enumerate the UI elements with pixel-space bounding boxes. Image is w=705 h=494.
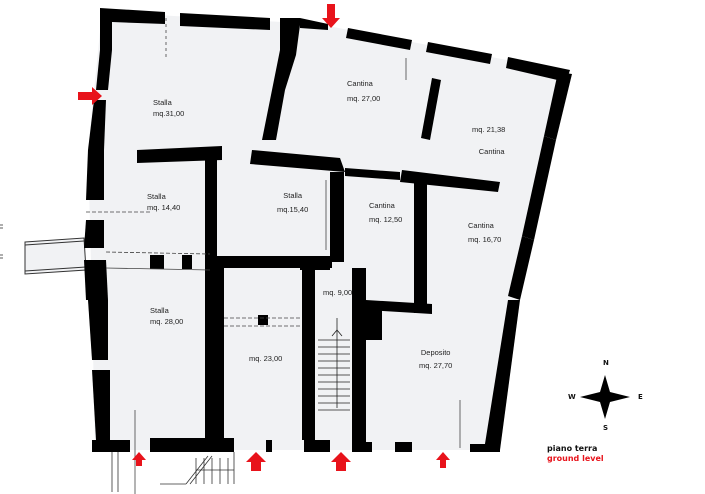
entrance-arrows bbox=[78, 4, 450, 471]
compass-north: N bbox=[603, 359, 609, 367]
room-name: Stalla bbox=[283, 191, 303, 200]
thin-lines bbox=[86, 18, 461, 494]
room-cantina-16: Cantina mq. 16,70 bbox=[468, 220, 501, 245]
legend-italian: piano terra bbox=[547, 444, 598, 453]
outdoor-steps bbox=[111, 452, 235, 492]
room-cantina-27: Cantina mq. 27,00 bbox=[347, 78, 380, 104]
edge-marks bbox=[0, 224, 3, 259]
west-corridor bbox=[24, 237, 87, 275]
room-area: mq. 12,50 bbox=[369, 215, 403, 224]
room-stalla-14: Stalla mq. 14,40 bbox=[147, 191, 180, 213]
room-area: mq. 16,70 bbox=[468, 235, 502, 244]
room-area: mq. 27,00 bbox=[347, 94, 381, 103]
staircase bbox=[318, 318, 350, 411]
room-area: mq. 27,70 bbox=[419, 361, 453, 370]
room-area: mq. 14,40 bbox=[147, 203, 181, 212]
room-stalla-28: Stalla mq. 28,00 bbox=[150, 305, 183, 327]
room-area: mq. 23,00 bbox=[249, 354, 283, 363]
compass-rose-icon bbox=[580, 375, 630, 419]
room-name: Stalla bbox=[153, 98, 172, 107]
room-area: mq.15,40 bbox=[277, 205, 309, 214]
room-name: Cantina bbox=[468, 221, 494, 230]
arrow-up-icon bbox=[331, 452, 351, 471]
room-23: mq. 23,00 bbox=[249, 353, 282, 364]
arrow-right-icon bbox=[78, 87, 102, 105]
legend-english: ground level bbox=[547, 454, 604, 463]
compass-south: S bbox=[603, 424, 609, 432]
compass-east: E bbox=[638, 393, 643, 401]
room-name: Cantina bbox=[347, 79, 373, 88]
outer-walls bbox=[84, 8, 572, 452]
room-area: mq. 9,00 bbox=[323, 288, 353, 297]
room-stalla-31: Stalla mq.31,00 bbox=[153, 97, 184, 119]
plan-legend: piano terra ground level bbox=[547, 444, 604, 464]
room-name: Deposito bbox=[420, 348, 451, 357]
compass-west: W bbox=[568, 393, 576, 401]
room-name: Cantina bbox=[478, 147, 505, 156]
room-area: mq.31,00 bbox=[153, 109, 185, 118]
room-name: Stalla bbox=[150, 306, 169, 315]
room-cantina-21: mq. 21,38 Cantina bbox=[472, 124, 505, 157]
arrow-down-icon bbox=[322, 4, 340, 28]
arrow-up-icon bbox=[246, 452, 266, 471]
arrow-up-icon bbox=[436, 452, 450, 468]
room-deposito-27: Deposito mq. 27,70 bbox=[419, 347, 452, 371]
room-name: Stalla bbox=[147, 192, 166, 201]
room-stair-9: mq. 9,00 bbox=[323, 287, 352, 298]
room-name: Cantina bbox=[369, 201, 395, 210]
room-area: mq. 28,00 bbox=[150, 317, 184, 326]
interior-walls bbox=[137, 78, 500, 442]
arrow-up-icon bbox=[132, 452, 146, 466]
room-cantina-12: Cantina mq. 12,50 bbox=[369, 200, 402, 225]
room-area: mq. 21,38 bbox=[472, 125, 506, 134]
room-stalla-15: Stalla mq.15,40 bbox=[277, 190, 308, 215]
